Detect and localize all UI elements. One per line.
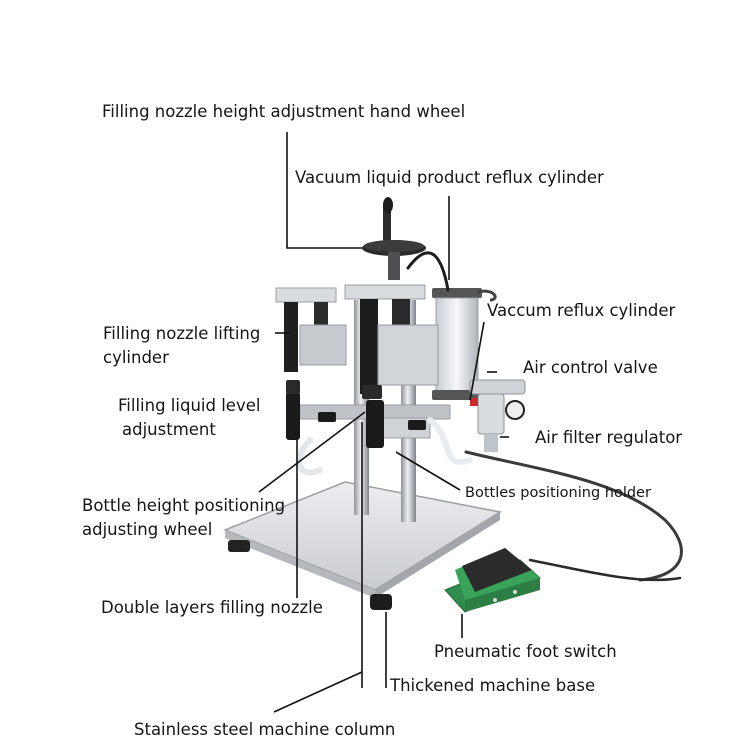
label-air-control-valve: Air control valve: [523, 358, 658, 377]
filling-head-frame: [275, 284, 451, 439]
pointer-lines: [258, 132, 509, 713]
label-bottle-height-line2: adjusting wheel: [82, 520, 213, 539]
label-bottle-height-line1: Bottle height positioning: [82, 496, 286, 515]
label-hand-wheel: Filling nozzle height adjustment hand wh…: [102, 102, 466, 121]
label-double-layers-filling-nozzle: Double layers filling nozzle: [101, 598, 323, 617]
label-nozzle-lifting-line1: Filling nozzle lifting: [103, 324, 261, 343]
label-vaccum-reflux-cylinder: Vaccum reflux cylinder: [487, 301, 676, 320]
label-thickened-machine-base: Thickened machine base: [390, 676, 596, 695]
pneumatic-foot-switch: [444, 548, 541, 613]
air-filter-regulator: [469, 379, 526, 452]
level-adjustment-knobs: [286, 380, 426, 448]
label-level-adjustment-line2: adjustment: [122, 420, 216, 439]
reflux-cylinder: [432, 288, 497, 400]
label-pneumatic-foot-switch: Pneumatic foot switch: [434, 642, 617, 661]
label-stainless-steel-column: Stainless steel machine column: [134, 720, 396, 739]
label-air-filter-regulator: Air filter regulator: [535, 428, 683, 447]
label-vacuum-product-reflux-cylinder: Vacuum liquid product reflux cylinder: [295, 168, 604, 187]
label-nozzle-lifting-line2: cylinder: [103, 348, 169, 367]
air-tubing: [296, 251, 683, 582]
hand-wheel: [362, 197, 426, 280]
label-bottles-positioning-holder: Bottles positioning holder: [465, 485, 651, 501]
label-level-adjustment-line1: Filling liquid level: [118, 396, 261, 415]
